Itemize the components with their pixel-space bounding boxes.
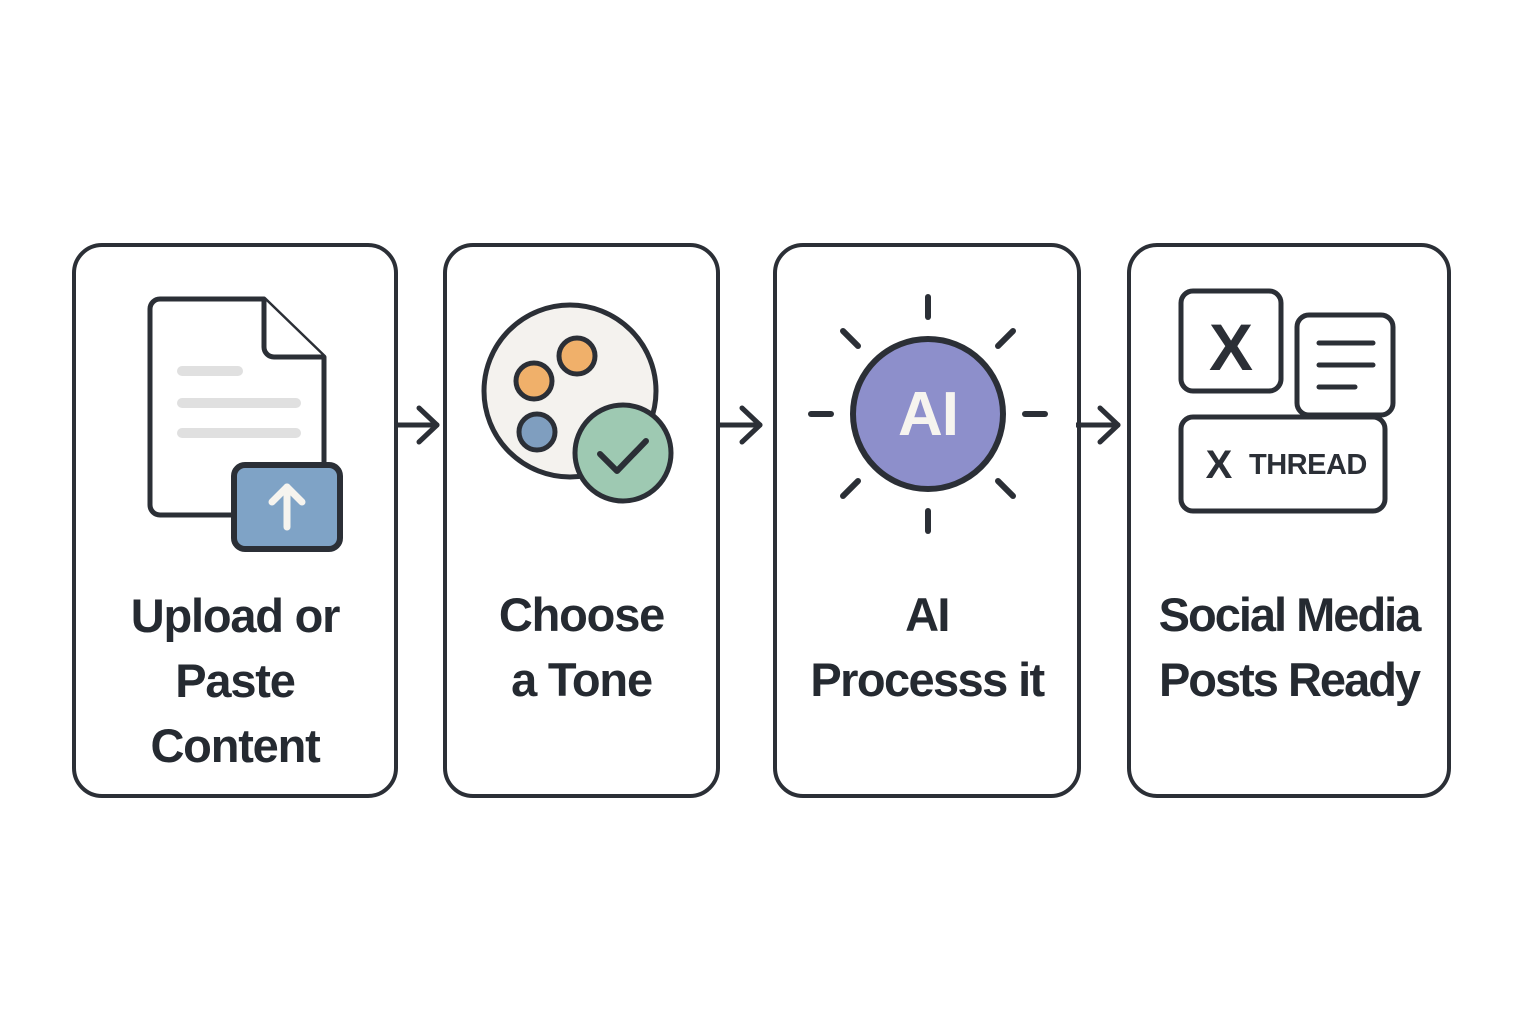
social-posts-icon [1178, 288, 1396, 514]
thread-x-icon: X [1205, 443, 1233, 487]
ai-sun-icon [808, 294, 1048, 534]
arrow-up-icon [268, 483, 306, 531]
arrow-right-icon [1076, 405, 1121, 445]
ai-badge-text: AI [898, 380, 959, 449]
step-card-tone: Choose a Tone [443, 243, 720, 798]
thread-label: THREAD [1249, 449, 1367, 481]
step-label: AI Processs it [810, 588, 1045, 706]
step-label: Social Media Posts Ready [1158, 588, 1422, 706]
x-logo-icon: X [1208, 310, 1254, 384]
text-lines-icon [1316, 340, 1376, 390]
step-card-upload: Upload or Paste Content [72, 243, 398, 798]
arrow-right-icon [718, 405, 763, 445]
checkmark-icon [597, 438, 649, 474]
step-label: Upload or Paste Content [130, 589, 341, 772]
step-card-posts: X X THREAD Social Media Posts Ready [1127, 243, 1451, 798]
arrow-right-icon [395, 405, 440, 445]
palette-check-icon [481, 302, 674, 504]
sun-rays-icon [808, 294, 1048, 534]
step-card-ai: AI AI Processs it [773, 243, 1081, 798]
step-label: Choose a Tone [498, 588, 665, 706]
document-upload-icon [147, 296, 343, 552]
